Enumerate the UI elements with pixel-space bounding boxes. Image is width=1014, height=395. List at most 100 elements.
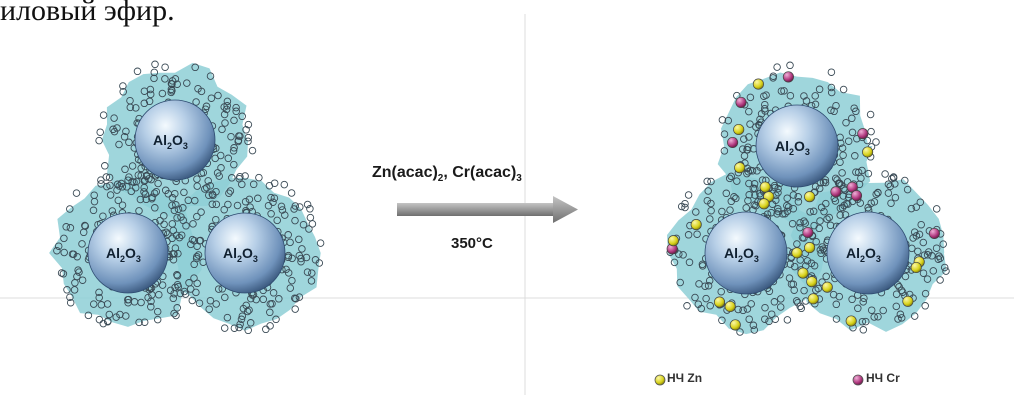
shell-pore: [60, 248, 68, 257]
shell-pore: [113, 180, 122, 189]
shell-pore: [733, 177, 741, 185]
zn-nanoparticle: [791, 247, 803, 259]
shell-pore: [112, 313, 120, 321]
shell-pore: [819, 245, 828, 253]
shell-pore: [236, 132, 244, 140]
shell-pore: [156, 216, 164, 225]
shell-pore: [230, 144, 238, 152]
shell-pore: [202, 183, 211, 192]
shell-pore: [269, 198, 277, 206]
shell-pore: [745, 191, 753, 199]
shell-pore: [767, 208, 775, 217]
alumina-sphere: [204, 212, 286, 294]
shell-pore: [281, 211, 289, 219]
shell-pore: [743, 305, 752, 313]
shell-pore: [777, 295, 785, 303]
zn-nanoparticle: [862, 146, 874, 158]
shell-pore: [170, 206, 179, 215]
shell-pore: [173, 304, 181, 312]
shell-pore: [303, 200, 312, 209]
shell-pore: [68, 250, 77, 258]
cr-nanoparticle: [857, 128, 869, 140]
shell-pore: [853, 134, 861, 143]
shell-pore: [161, 75, 169, 83]
shell-pore: [220, 205, 228, 214]
alumina-sphere: [755, 104, 839, 188]
shell-pore: [724, 116, 733, 125]
zn-nanoparticle: [804, 242, 816, 254]
shell-pore: [891, 193, 900, 202]
alumina-sphere: [134, 99, 216, 181]
shell-pore: [170, 250, 178, 258]
shell-pore: [214, 285, 223, 293]
zn-nanoparticle: [724, 300, 736, 313]
shell-pore: [247, 294, 255, 303]
shell-pore: [191, 196, 199, 205]
shell-pore: [249, 180, 258, 189]
shell-pore: [923, 275, 932, 283]
shell-pore: [266, 308, 274, 317]
shell-pore: [693, 230, 701, 238]
shell-pore: [123, 183, 131, 191]
shell-pore: [848, 128, 857, 137]
shell-pore: [907, 204, 916, 213]
shell-pore: [66, 224, 75, 232]
shell-pore: [698, 262, 707, 270]
shell-pore: [916, 198, 925, 206]
shell-pore: [150, 74, 158, 83]
shell-pore: [269, 289, 278, 297]
shell-pore: [812, 237, 820, 246]
shell-pore: [815, 184, 824, 193]
shell-pore: [230, 160, 238, 169]
shell-pore: [140, 183, 148, 192]
shell-pore: [726, 206, 734, 214]
shell-pore: [145, 97, 154, 106]
shell-pore: [220, 110, 229, 119]
shell-pore: [784, 203, 793, 211]
shell-pore: [137, 298, 145, 307]
shell-pore: [803, 257, 812, 265]
shell-pore: [866, 110, 875, 119]
shell-pore: [142, 171, 151, 180]
shell-pore: [208, 190, 217, 198]
shell-pore: [222, 105, 231, 114]
shell-pore: [298, 245, 306, 253]
shell-pore: [872, 190, 880, 198]
shell-pore: [188, 296, 197, 305]
shell-pore: [794, 298, 802, 307]
shell-pore: [924, 248, 933, 256]
shell-pore: [848, 114, 856, 123]
shell-pore: [830, 107, 838, 116]
shell-pore: [193, 252, 201, 261]
shell-pore: [120, 133, 129, 141]
shell-pore: [858, 317, 867, 326]
shell-pore: [230, 324, 239, 332]
shell-pore: [740, 135, 748, 143]
shell-pore: [167, 79, 176, 88]
shell-pore: [822, 199, 830, 208]
shell-pore: [817, 203, 826, 212]
alumina-label: Al2O3: [724, 245, 759, 264]
shell-pore: [254, 194, 262, 203]
shell-pore: [839, 192, 848, 200]
shell-pore: [193, 279, 201, 288]
shell-pore: [749, 184, 758, 193]
shell-pore: [99, 212, 107, 220]
shell-pore: [919, 238, 928, 247]
shell-pore: [147, 175, 155, 184]
shell-pore: [275, 295, 283, 303]
legend-zn-marker: [654, 374, 666, 386]
alumina-label: Al2O3: [106, 245, 141, 264]
shell-pore: [705, 276, 714, 285]
shell-pore: [108, 207, 117, 215]
shell-pore: [773, 63, 781, 71]
shell-pore: [287, 189, 296, 197]
shell-pore: [153, 315, 162, 324]
shell-pore: [101, 162, 109, 170]
shell-pore: [224, 200, 232, 209]
shell-pore: [789, 191, 798, 199]
shell-pore: [110, 114, 118, 122]
shell-pore: [887, 199, 895, 207]
shell-pore: [204, 177, 212, 185]
